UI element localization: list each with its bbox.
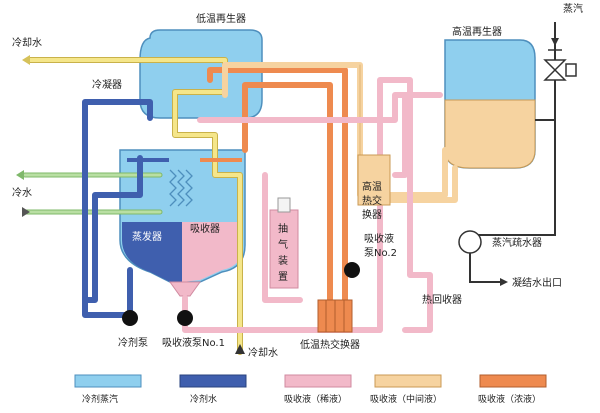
- legend-swatch-refrigerant-water: [179, 374, 247, 388]
- condenser-label: 冷凝器: [92, 78, 122, 91]
- refrigerant-pump-icon: [122, 310, 138, 326]
- purge-label-1: 抽: [278, 222, 288, 235]
- legend-label-refrigerant-vapor: 冷剂蒸汽: [82, 393, 118, 405]
- absorber-funnel: [169, 281, 201, 297]
- cooling-water-out-label: 冷却水: [12, 36, 42, 49]
- heat-recovery-label: 热回收器: [422, 293, 462, 306]
- dilute-solution-pipe: [182, 77, 443, 333]
- refrigerant-water-pipe: [82, 99, 153, 303]
- legend-label-dilute: 吸收液（稀液）: [284, 393, 347, 405]
- cooling-water-out-arrow-icon: [22, 55, 30, 65]
- condensate-out-label: 凝结水出口: [512, 276, 562, 289]
- condensate-pipe: [469, 250, 500, 283]
- chilled-water-in-arrow-icon: [22, 207, 30, 217]
- high-temp-hx-label-1: 高温: [362, 180, 382, 193]
- purge-label-2: 气: [278, 238, 288, 251]
- legend-label-intermediate: 吸收液（中间液）: [370, 393, 442, 405]
- legend-swatch-refrigerant-vapor: [74, 374, 142, 388]
- refrigerant-pump-label: 冷剂泵: [118, 336, 148, 349]
- purge-label-3: 装: [278, 254, 288, 267]
- condensate-arrow-icon: [500, 278, 508, 286]
- steam-valve-icon[interactable]: [543, 49, 577, 81]
- absorber-pool: [182, 222, 243, 282]
- steam-arrow-icon: [551, 38, 559, 46]
- legend: 冷剂蒸汽 冷剂水 吸收液（稀液） 吸收液（中间液） 吸收液（浓液）: [74, 374, 547, 405]
- high-temp-hx-label-3: 换器: [362, 208, 382, 221]
- absorber-label: 吸收器: [190, 222, 220, 235]
- high-temp-hx-label-2: 热交: [362, 194, 382, 207]
- low-temp-generator-label: 低温再生器: [196, 12, 246, 25]
- steam-pipe: [470, 22, 556, 236]
- legend-swatch-concentrated: [479, 374, 547, 388]
- chilled-water-out-arrow-icon: [16, 170, 24, 180]
- evaporator-label: 蒸发器: [132, 230, 162, 243]
- absorbent-pump-1-icon: [177, 310, 193, 326]
- absorbent-pump-2-label-a: 吸收液: [364, 232, 394, 245]
- legend-label-concentrated: 吸收液（浓液）: [478, 393, 541, 405]
- legend-swatch-intermediate: [374, 374, 442, 388]
- legend-swatch-dilute: [284, 374, 352, 388]
- purge-unit-body: [269, 209, 299, 289]
- high-temp-generator-label: 高温再生器: [452, 25, 502, 38]
- evaporator-pool: [122, 222, 182, 282]
- high-temp-generator-liquid: [444, 99, 536, 169]
- chilled-water-label: 冷水: [12, 186, 32, 199]
- absorbent-pump-2-icon: [344, 262, 360, 278]
- high-temp-hx-body: [357, 154, 391, 206]
- purge-label-4: 置: [278, 271, 288, 283]
- legend-label-refrigerant-water: 冷剂水: [190, 393, 217, 405]
- low-temp-hx-label: 低温热交换器: [300, 338, 360, 351]
- steam-label: 蒸汽: [563, 2, 583, 15]
- steam-trap-label: 蒸汽疏水器: [492, 236, 542, 249]
- absorbent-pump-2-label-b: 泵No.2: [364, 247, 397, 259]
- cooling-water-in-arrow-icon: [235, 344, 245, 354]
- absorbent-pump-1-label: 吸收液泵No.1: [162, 336, 225, 349]
- cooling-water-in-label: 冷却水: [248, 346, 278, 359]
- steam-trap-icon: [458, 230, 482, 254]
